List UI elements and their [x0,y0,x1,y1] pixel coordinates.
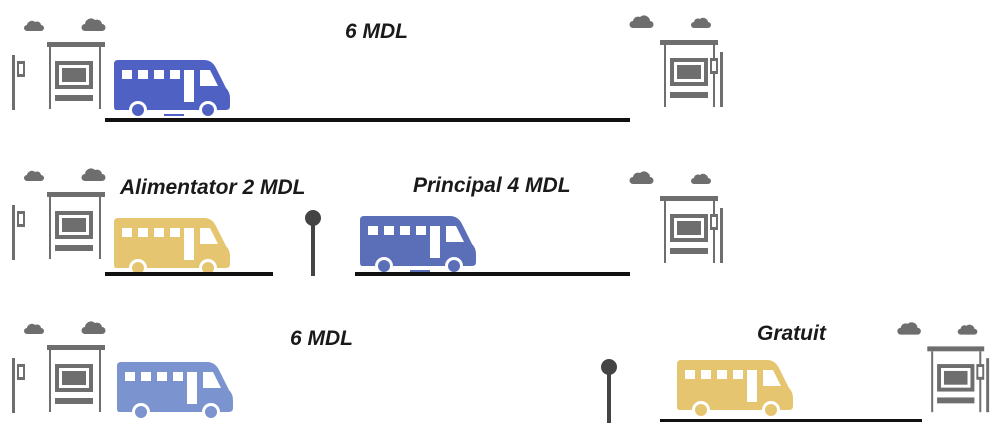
row1-price-label: 6 MDL [345,20,408,43]
feeder-fare-label: Alimentator 2 MDL [120,176,306,199]
bus-stop-shelter-icon [12,168,106,260]
row3-price-label: 6 MDL [290,327,353,350]
main-fare-label: Principal 4 MDL [413,174,571,197]
bus-icon [677,360,793,419]
bus-icon [360,216,476,275]
road-segment [355,272,630,276]
bus-icon [114,218,230,277]
road-segment [105,118,630,122]
bus-icon [114,60,230,119]
bus-stop-shelter-icon [12,18,106,110]
free-fare-label: Gratuit [757,322,826,345]
bus-stop-shelter-icon [629,15,723,107]
bus-icon [117,362,233,421]
road-segment [660,419,922,422]
road-segment [105,272,273,276]
transfer-stop-icon [305,210,321,276]
bus-stop-shelter-icon [629,171,723,263]
transfer-stop-icon [601,359,617,423]
bus-stop-shelter-icon [897,322,990,413]
bus-stop-shelter-icon [12,321,106,413]
